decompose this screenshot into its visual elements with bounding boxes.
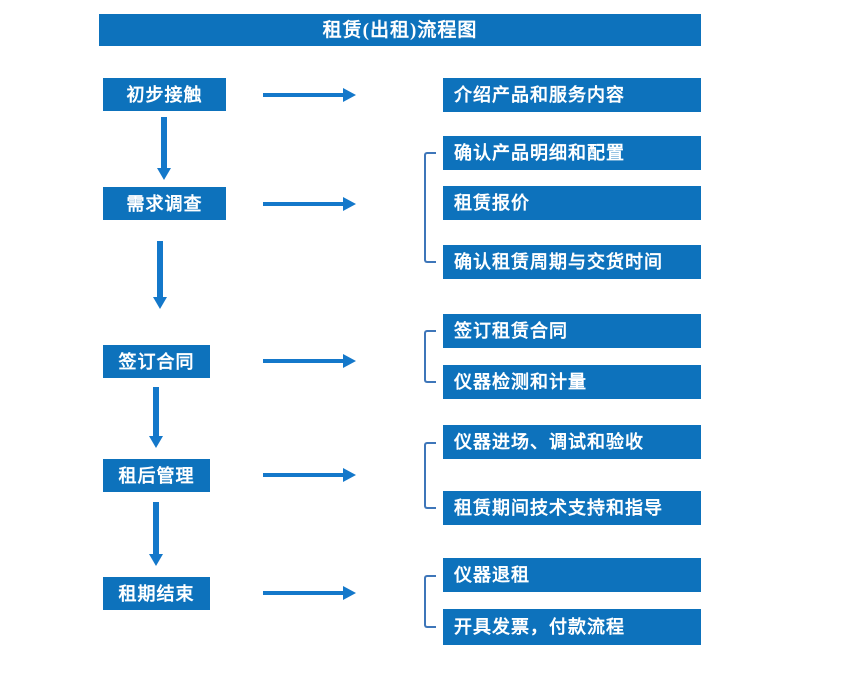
right-arrow-icon <box>263 88 356 102</box>
down-arrow-icon <box>153 241 167 309</box>
group-bracket <box>424 442 436 509</box>
detail-box-confirm-product-spec: 确认产品明细和配置 <box>443 136 701 170</box>
group-bracket <box>424 330 436 383</box>
detail-box-instrument-testing: 仪器检测和计量 <box>443 365 701 399</box>
right-arrow-icon <box>263 197 356 211</box>
stage-box-sign-contract: 签订合同 <box>103 345 210 378</box>
detail-box-invoice-payment: 开具发票，付款流程 <box>443 609 701 645</box>
down-arrow-icon <box>149 387 163 448</box>
detail-box-tech-support: 租赁期间技术支持和指导 <box>443 491 701 525</box>
down-arrow-icon <box>149 502 163 566</box>
detail-box-rental-quote: 租赁报价 <box>443 186 701 220</box>
group-bracket <box>424 152 436 263</box>
detail-box-introduce-products: 介绍产品和服务内容 <box>443 78 701 112</box>
flowchart-title: 租赁(出租)流程图 <box>99 14 701 46</box>
detail-box-instrument-setup: 仪器进场、调试和验收 <box>443 425 701 459</box>
stage-box-demand-survey: 需求调查 <box>103 187 226 220</box>
detail-box-confirm-period: 确认租赁周期与交货时间 <box>443 245 701 279</box>
right-arrow-icon <box>263 354 356 368</box>
right-arrow-icon <box>263 468 356 482</box>
stage-box-rental-end: 租期结束 <box>103 577 210 610</box>
stage-box-post-rental: 租后管理 <box>103 459 210 492</box>
group-bracket <box>424 575 436 628</box>
detail-box-instrument-return: 仪器退租 <box>443 558 701 592</box>
detail-box-sign-rental-contract: 签订租赁合同 <box>443 314 701 348</box>
stage-box-initial-contact: 初步接触 <box>103 78 226 111</box>
down-arrow-icon <box>157 117 171 180</box>
right-arrow-icon <box>263 586 356 600</box>
